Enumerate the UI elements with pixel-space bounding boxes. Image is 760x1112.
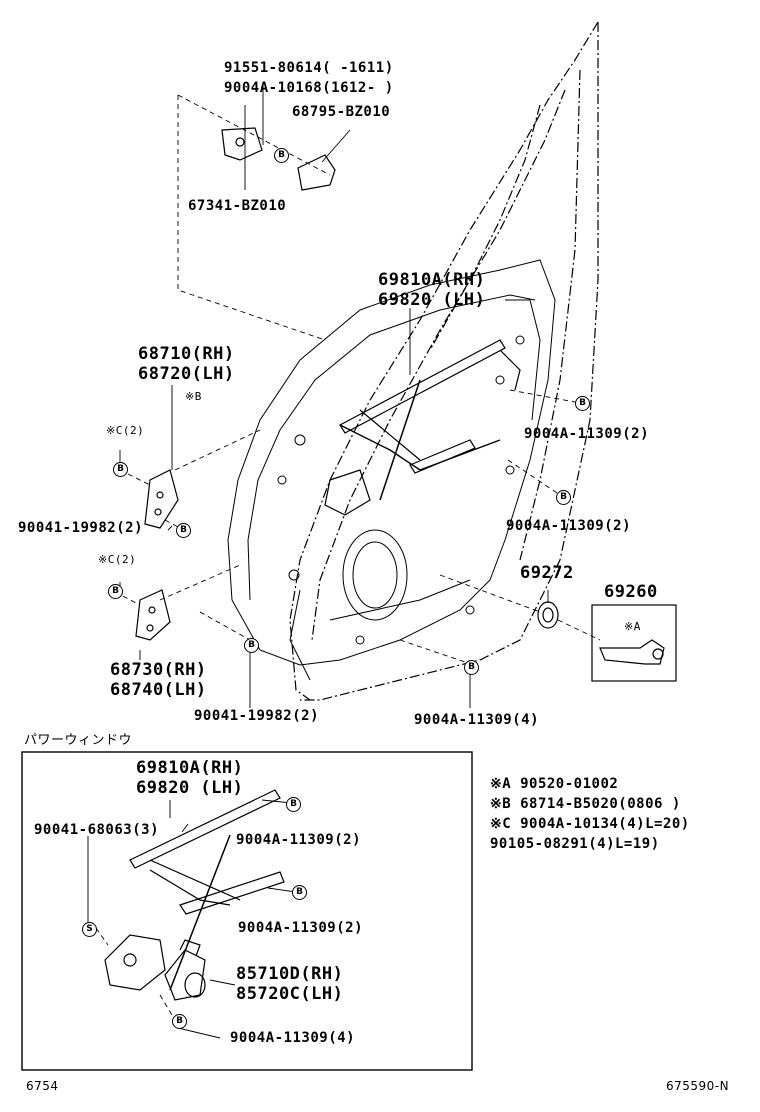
- b-mark-hinge-lo: B: [108, 584, 123, 599]
- label-pw-motor-lh: 85720C(LH): [236, 984, 344, 1004]
- b-mark-hinge-up: B: [113, 462, 128, 477]
- ref-lines-power: [95, 927, 173, 1016]
- label-bolt-hinge-up: 90041-19982(2): [18, 520, 144, 536]
- label-bolt-bottom: 9004A-11309(4): [414, 712, 540, 728]
- label-regulator-rh: 69810A(RH): [378, 270, 486, 290]
- regulator-power: [129, 789, 285, 991]
- note-c2: 90105-08291(4)L=19): [490, 836, 660, 852]
- label-note-a-ref: ※A: [624, 620, 641, 633]
- label-91551-80614: 91551-80614( -1611): [224, 60, 394, 76]
- label-pw-regulator-lh: 69820 (LH): [136, 778, 244, 798]
- washer-69272: [537, 601, 559, 629]
- note-c: ※C 9004A-10134(4)L=20): [490, 816, 690, 832]
- label-hinge-lo-rh: 68730(RH): [110, 660, 207, 680]
- label-hinge-up-rh: 68710(RH): [138, 344, 235, 364]
- label-68795-bz010: 68795-BZ010: [292, 104, 391, 120]
- footer-left-code: 6754: [26, 1079, 59, 1093]
- footer-right-code: 675590-N: [666, 1079, 730, 1093]
- label-note-b-ref: ※B: [185, 390, 202, 403]
- motor-power: [104, 934, 206, 1001]
- label-69272: 69272: [520, 563, 574, 583]
- label-bolt-right-2: 9004A-11309(2): [506, 518, 632, 534]
- b-mark-top: B: [274, 148, 289, 163]
- note-b: ※B 68714-B5020(0806 ): [490, 796, 681, 812]
- label-hinge-lo-lh: 68740(LH): [110, 680, 207, 700]
- label-pw-screw: 90041-68063(3): [34, 822, 160, 838]
- label-pw-motor-rh: 85710D(RH): [236, 964, 344, 984]
- label-regulator-lh: 69820 (LH): [378, 290, 486, 310]
- label-pw-bolt-3: 9004A-11309(4): [230, 1030, 356, 1046]
- b-mark-right-1: B: [575, 396, 590, 411]
- note-a: ※A 90520-01002: [490, 776, 619, 792]
- label-pw-regulator-rh: 69810A(RH): [136, 758, 244, 778]
- regulator-upper: [324, 339, 521, 516]
- b-mark-pw-1: B: [286, 797, 301, 812]
- power-window-box: [21, 751, 473, 1071]
- b-mark-pw-2: B: [292, 885, 307, 900]
- s-mark-pw: S: [82, 922, 97, 937]
- label-pw-bolt-1: 9004A-11309(2): [236, 832, 362, 848]
- label-bolt-right-1: 9004A-11309(2): [524, 426, 650, 442]
- label-bolt-hinge-lo: 90041-19982(2): [194, 708, 320, 724]
- hinge-lower: [135, 589, 171, 641]
- hinge-upper: [144, 469, 179, 529]
- b-mark-hinge-lo-bolt: B: [244, 638, 259, 653]
- label-67341-bz010: 67341-BZ010: [188, 198, 287, 214]
- label-69260: 69260: [604, 582, 658, 602]
- b-mark-pw-3: B: [172, 1014, 187, 1029]
- top-clips: [221, 127, 336, 191]
- b-mark-right-2: B: [556, 490, 571, 505]
- label-note-c-ref-1: ※C(2): [106, 424, 145, 437]
- label-hinge-up-lh: 68720(LH): [138, 364, 235, 384]
- label-pw-bolt-2: 9004A-11309(2): [238, 920, 364, 936]
- label-9004a-10168: 9004A-10168(1612- ): [224, 80, 394, 96]
- label-note-c-ref-2: ※C(2): [98, 553, 137, 566]
- ref-lines-upper: [114, 94, 601, 663]
- door-outline: [289, 21, 599, 701]
- handle-box: [591, 604, 677, 682]
- b-mark-hinge-up-bolt: B: [176, 523, 191, 538]
- b-mark-bottom: B: [464, 660, 479, 675]
- window-handle: [599, 639, 665, 665]
- door-inner-panel: [227, 259, 556, 681]
- power-window-title: パワーウィンドウ: [24, 733, 133, 748]
